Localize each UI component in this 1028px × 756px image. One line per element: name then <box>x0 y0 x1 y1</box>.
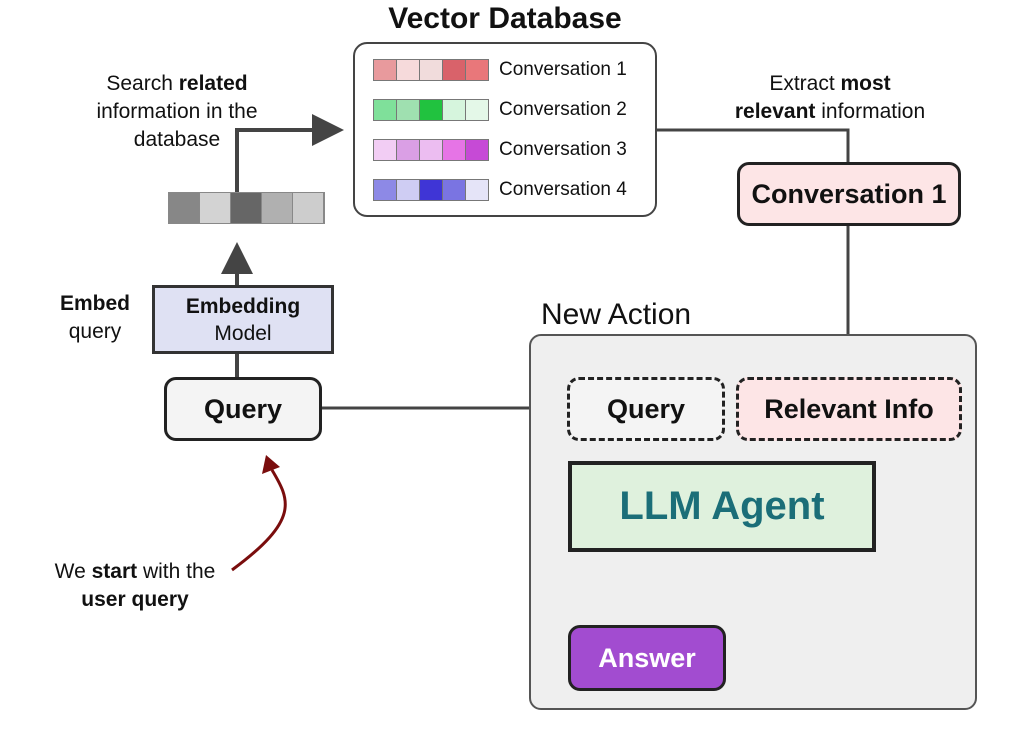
answer-box: Answer <box>568 625 726 691</box>
vector-cell <box>374 180 397 200</box>
embedding-model-box: Embedding Model <box>152 285 334 354</box>
vector-cell <box>397 140 420 160</box>
vector-cell <box>420 140 443 160</box>
vector-cell <box>374 140 397 160</box>
search-note: Search related information in the databa… <box>96 72 258 151</box>
conversation-vector <box>373 99 489 121</box>
query-embedding-vector <box>168 192 325 224</box>
relevant-info-box: Relevant Info <box>736 377 962 441</box>
search-arrow <box>235 114 344 192</box>
llm-agent-box: LLM Agent <box>568 461 876 552</box>
vector-cell <box>397 180 420 200</box>
conversation-row: Conversation 4 <box>373 179 627 201</box>
vector-cell <box>420 60 443 80</box>
conversation-label: Conversation 3 <box>499 139 627 160</box>
vector-cell <box>200 193 231 223</box>
vector-cell <box>397 60 420 80</box>
vector-database-box: Conversation 1 Conversation 2 Conversati… <box>353 42 657 217</box>
vector-cell <box>466 180 488 200</box>
vector-cell <box>466 140 488 160</box>
vector-cell <box>293 193 324 223</box>
vector-cell <box>420 100 443 120</box>
conversation-row: Conversation 3 <box>373 139 627 161</box>
conversation-label: Conversation 2 <box>499 99 627 120</box>
vector-cell <box>443 60 466 80</box>
vector-cell <box>231 193 262 223</box>
start-note: We start with the user query <box>54 560 216 611</box>
vector-cell <box>443 100 466 120</box>
query-box: Query <box>164 377 322 441</box>
vector-database-title: Vector Database <box>388 2 622 35</box>
vector-cell <box>466 100 488 120</box>
retrieved-conversation-box: Conversation 1 <box>737 162 961 226</box>
prompt-query-box: Query <box>567 377 725 441</box>
conversation-vector <box>373 59 489 81</box>
conversation-label: Conversation 1 <box>499 59 627 80</box>
conversation-row: Conversation 1 <box>373 59 627 81</box>
vector-cell <box>466 60 488 80</box>
vector-cell <box>262 193 293 223</box>
start-curve-arrow <box>231 469 287 572</box>
vector-cell <box>397 100 420 120</box>
vector-cell <box>169 193 200 223</box>
vector-cell <box>420 180 443 200</box>
extract-note: Extract most relevant information <box>734 72 926 123</box>
vector-cell <box>374 60 397 80</box>
vector-cell <box>443 140 466 160</box>
conversation-label: Conversation 4 <box>499 179 627 200</box>
conversation-vector <box>373 179 489 201</box>
vector-cell <box>443 180 466 200</box>
extract-line <box>653 128 850 162</box>
vector-cell <box>374 100 397 120</box>
conversation-vector <box>373 139 489 161</box>
new-action-label: New Action <box>541 298 692 331</box>
conversation-row: Conversation 2 <box>373 99 627 121</box>
